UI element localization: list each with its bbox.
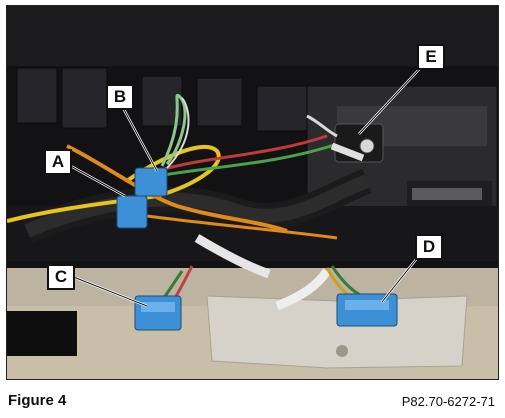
- figure-reference-code: P82.70-6272-71: [401, 394, 495, 409]
- callout-a: A: [44, 149, 72, 175]
- callout-d: D: [415, 234, 443, 260]
- callout-e: E: [417, 44, 445, 70]
- callout-b: B: [106, 84, 134, 110]
- photo-illustration: [7, 6, 498, 379]
- installation-photo: A B C D E: [6, 5, 499, 380]
- callout-c: C: [47, 264, 75, 290]
- figure-caption: Figure 4: [8, 392, 67, 409]
